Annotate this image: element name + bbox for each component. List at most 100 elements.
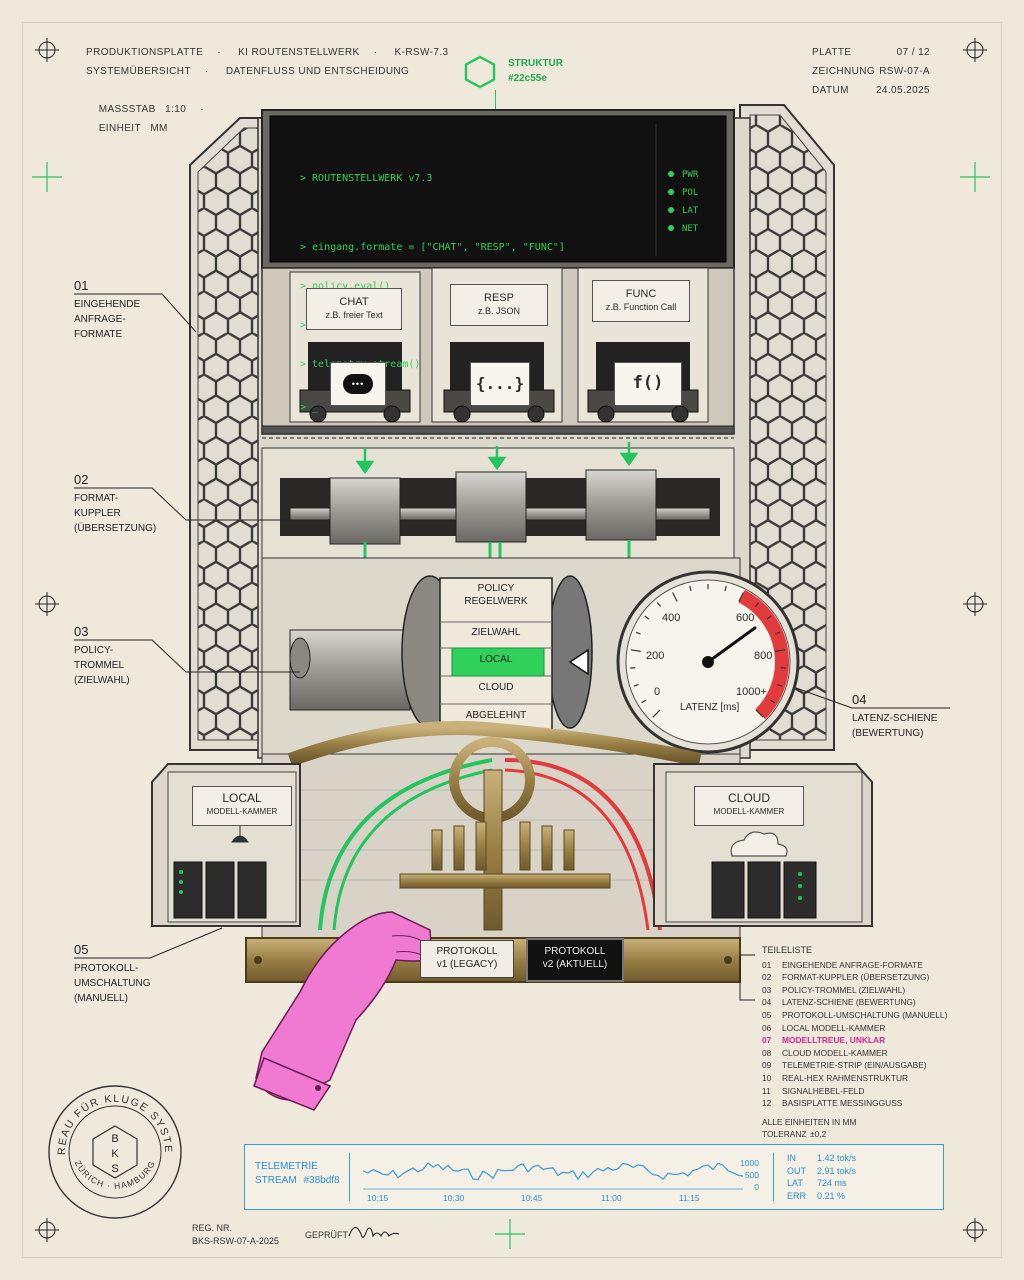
x-tick: 10:30 (443, 1193, 465, 1203)
x-tick: 10:15 (367, 1193, 389, 1203)
terminal-housing (261, 109, 735, 269)
chat-token: ••• (330, 362, 386, 406)
gauge-tick-0: 0 (654, 686, 661, 698)
seal-letter: S (111, 1163, 118, 1175)
gauge-label: LATENZ [ms] (680, 702, 740, 713)
callout-leaders (74, 293, 950, 1001)
cloud-chamber-plate: CLOUD MODELL-KAMMER (694, 786, 804, 826)
parts-tolerance: TOLERANZ±0,2 (762, 1129, 827, 1140)
status-led-icon (668, 171, 674, 177)
telemetry-divider (349, 1153, 350, 1201)
terminal-line: > policy.eval() (300, 281, 391, 292)
telemetry-x-ticks: 10:15 10:30 10:45 11:00 11:15 (363, 1193, 723, 1205)
drum-item-local: LOCAL (479, 654, 513, 665)
protocol-v2-button[interactable]: PROTOKOLL v2 (AKTUELL) (526, 938, 624, 982)
drum-item-zielwahl: ZIELWAHL (471, 627, 521, 638)
header-row-2: SYSTEMÜBERSICHT· DATENFLUSS UND ENTSCHEI… (86, 66, 410, 77)
format-card-resp: RESP z.B. JSON (450, 284, 548, 326)
policy-drum: POLICY REGELWERK ZIELWAHL LOCAL CLOUD AB… (440, 582, 552, 730)
pink-hand (253, 911, 433, 1111)
structure-badge: STRUKTUR #22c55e (464, 55, 574, 91)
structure-label: STRUKTUR (508, 58, 563, 69)
latency-gauge (616, 570, 800, 754)
lamp-icon (231, 825, 249, 843)
seal-letter: K (111, 1148, 119, 1160)
drum-item-abgelehnt: ABGELEHNT (465, 710, 527, 721)
json-braces-icon: {...} (475, 374, 525, 393)
parts-units: ALLE EINHEITEN IN mm (762, 1116, 857, 1127)
telemetry-y-ticks: 1000 500 0 (740, 1158, 759, 1192)
registration-number: REG. NR. BKS-RSW-07-A-2025 (192, 1223, 279, 1246)
callout-01: 01 EINGEHENDE ANFRAGE- FORMATE (74, 278, 141, 340)
callout-04: 04 LATENZ-SCHIENE (BEWERTUNG) (852, 692, 938, 739)
cloud-icon (730, 831, 788, 857)
gauge-tick-800: 800 (754, 650, 773, 662)
drum-item-policy: POLICY REGELWERK (464, 583, 528, 607)
gauge-tick-1000: 1000+ (736, 686, 767, 698)
structure-code: #22c55e (508, 73, 547, 84)
gauge-tick-400: 400 (662, 612, 681, 624)
drum-item-cloud: CLOUD (478, 682, 514, 693)
resp-token: {...} (470, 362, 530, 406)
status-led-icon (668, 207, 674, 213)
telemetry-divider (773, 1153, 774, 1201)
format-card-func: FUNC z.B. Function Call (592, 280, 690, 322)
x-tick: 11:00 (601, 1193, 622, 1203)
terminal-line: > _ (300, 402, 319, 413)
page-border (22, 22, 1002, 1258)
bureau-seal: BUREAU FÜR KLUGE SYSTEME ZÜRICH · HAMBUR… (45, 1082, 182, 1219)
telemetry-title: TELEMETRIE (255, 1161, 318, 1172)
checked-label: GEPRÜFT (305, 1230, 349, 1240)
terminal-status: PWR POL LAT NET (668, 166, 698, 238)
function-icon: f() (632, 373, 664, 393)
status-net: NET (668, 220, 698, 238)
status-led-icon (668, 225, 674, 231)
gauge-tick-600: 600 (736, 612, 755, 624)
func-token: f() (614, 362, 682, 406)
hexagon-icon (464, 55, 496, 89)
parts-list-title: TEILELISTE (762, 945, 813, 955)
protocol-v1-button[interactable]: PROTOKOLL v1 (LEGACY) (420, 940, 514, 978)
callout-02: 02 FORMAT- KUPPLER (ÜBERSETZUNG) (74, 472, 157, 534)
signature (348, 1226, 400, 1238)
chat-bubble-icon: ••• (343, 374, 373, 394)
structure-leader (495, 90, 496, 116)
gauge-tick-200: 200 (646, 650, 665, 662)
telemetry-title-block: TELEMETRIE STREAM #38bdf8 (255, 1161, 340, 1186)
header-left: PRODUKTIONSPLATTE· KI ROUTENSTELLWERK· K… (86, 43, 463, 157)
seal-letter: B (111, 1133, 118, 1145)
x-tick: 10:45 (521, 1193, 543, 1203)
telemetry-strip: TELEMETRIE STREAM #38bdf8 10:15 10:30 10… (244, 1144, 944, 1210)
header-row-1: PRODUKTIONSPLATTE· KI ROUTENSTELLWERK· K… (86, 47, 449, 58)
terminal-line: > eingang.formate = ["CHAT", "RESP", "FU… (300, 242, 565, 253)
callout-03: 03 POLICY- TROMMEL (ZIELWAHL) (74, 624, 130, 686)
status-pol: POL (668, 184, 698, 202)
x-tick: 11:15 (679, 1193, 700, 1203)
terminal-line: > ROUTENSTELLWERK v7.3 (300, 173, 433, 184)
seal-top-text: BUREAU FÜR KLUGE SYSTEME (45, 1082, 174, 1155)
status-pwr: PWR (668, 166, 698, 184)
status-led-icon (668, 189, 674, 195)
coupler-shaft (261, 442, 735, 591)
